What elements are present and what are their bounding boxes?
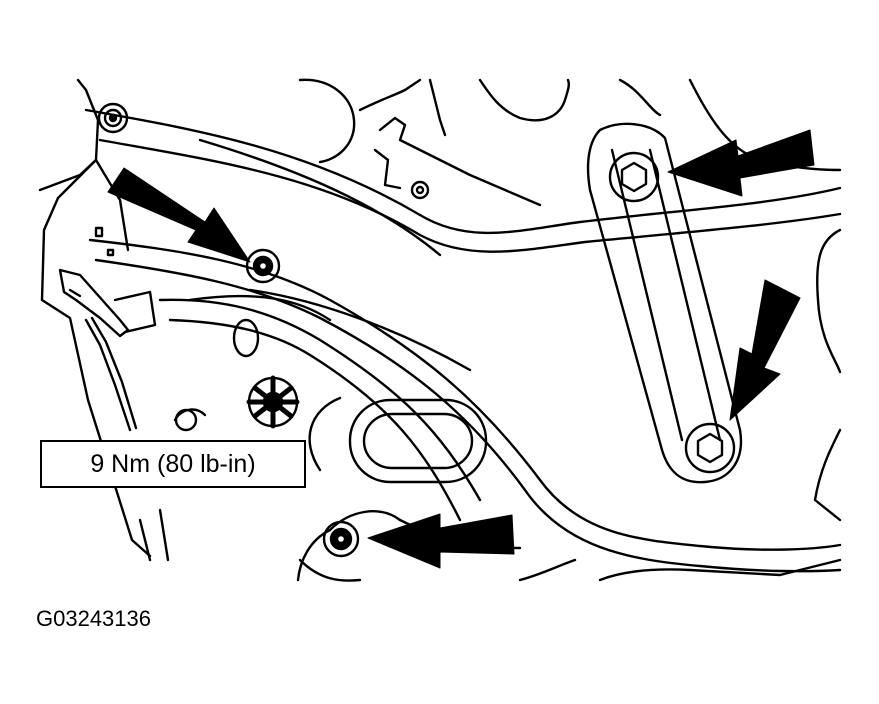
- arrow-upper-right-bolt: [667, 129, 815, 197]
- figure-id: G03243136: [36, 606, 151, 631]
- arrow-left-nut: [107, 167, 251, 263]
- nut-bottom: [322, 520, 360, 558]
- arrow-lower-right-bolt: [729, 279, 801, 421]
- lower-plate: [173, 294, 488, 484]
- bolt-upper-right: [608, 151, 660, 203]
- pulley-feature: [246, 375, 300, 429]
- nut-left: [245, 248, 281, 284]
- regulator-lower-rails: [88, 238, 842, 573]
- torque-callout: 9 Nm (80 lb-in): [40, 440, 306, 488]
- regulator-upper-rail: [84, 108, 842, 257]
- cable-bracket: [373, 78, 542, 207]
- bolt-head-upper-left: [97, 102, 129, 134]
- bolt-lower-right: [684, 422, 736, 474]
- left-clip-bracket: [58, 226, 157, 432]
- arrow-bottom-nut: [367, 513, 515, 569]
